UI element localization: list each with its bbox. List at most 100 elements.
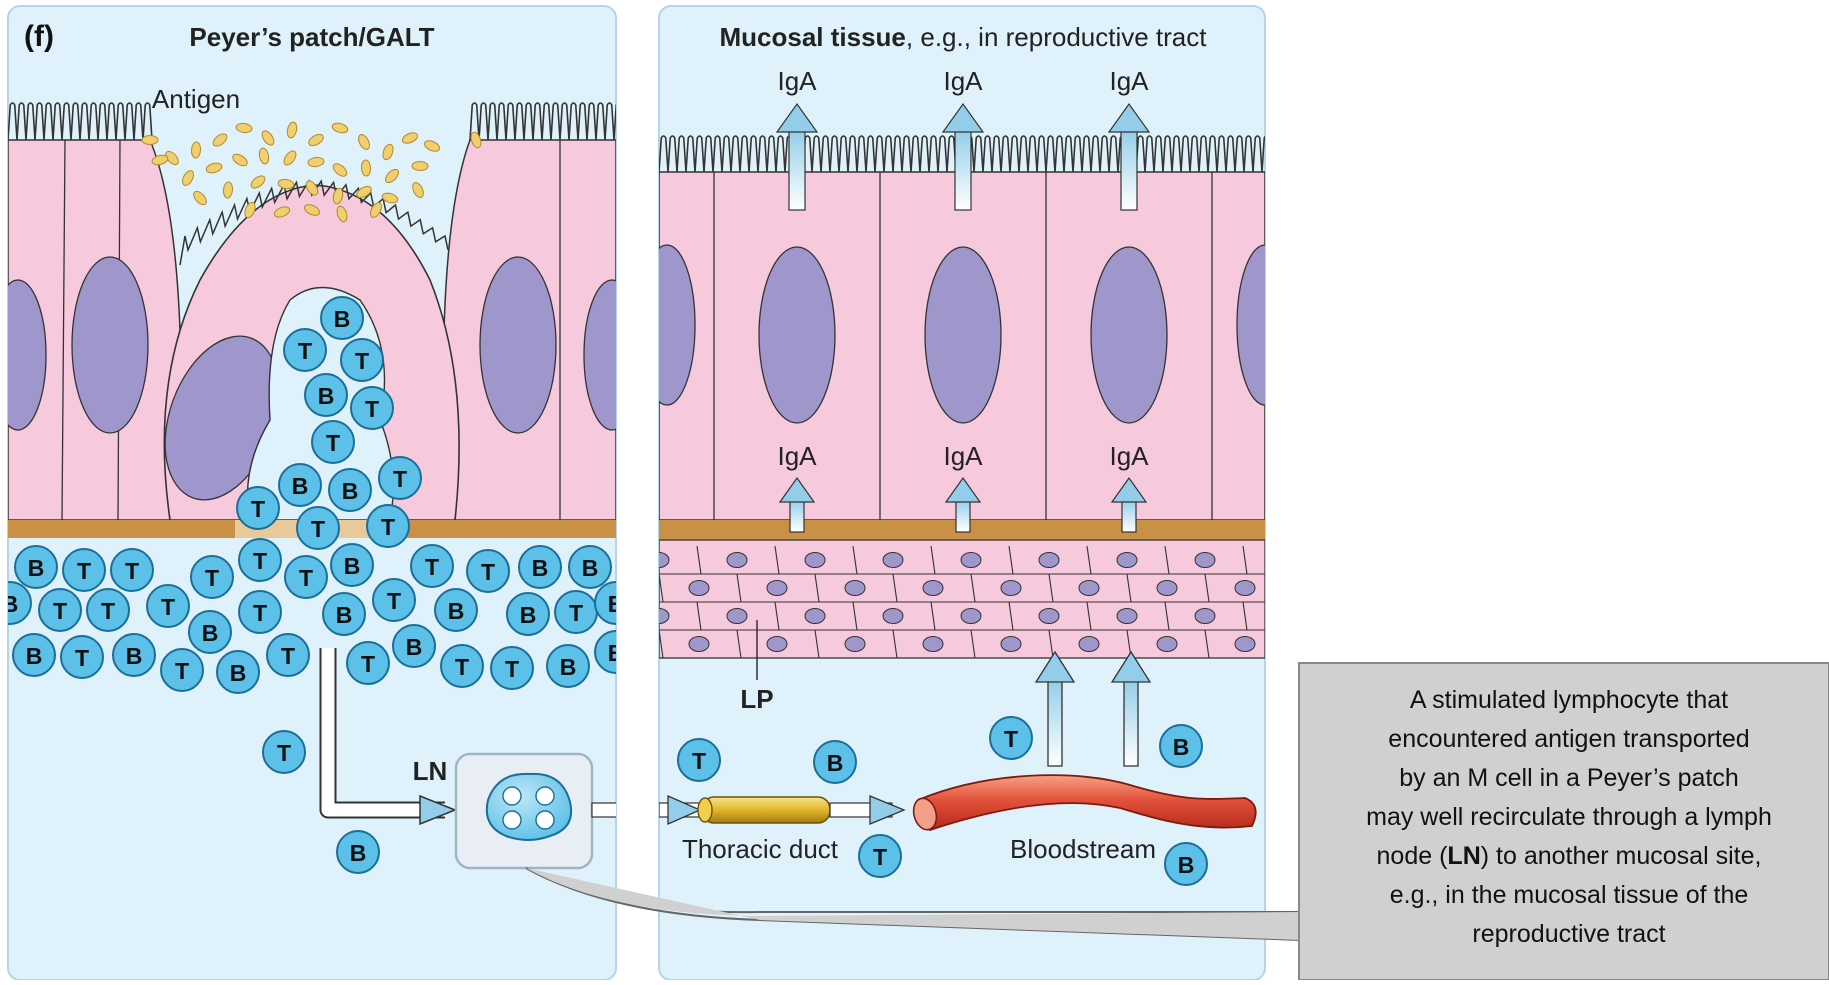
right-panel-title: Mucosal tissue, e.g., in reproductive tr… (720, 22, 1208, 52)
cell-label: T (205, 565, 219, 591)
t-cell: T (379, 457, 421, 499)
lp-cell-nucleus (1001, 581, 1021, 596)
cell-label: T (505, 656, 519, 682)
cell-label: T (393, 466, 407, 492)
panel-letter: (f) (24, 20, 54, 53)
lp-cell-nucleus (767, 581, 787, 596)
lp-cell-nucleus (767, 637, 787, 652)
lp-cell-nucleus (649, 553, 669, 568)
b-cell: B (0, 582, 31, 624)
t-cell: T (191, 556, 233, 598)
cell-label: T (281, 643, 295, 669)
cell-label: B (1173, 734, 1190, 760)
t-cell: T (491, 647, 533, 689)
nucleus (480, 257, 556, 433)
t-cell: T (285, 556, 327, 598)
ln-label: LN (413, 756, 448, 786)
cell-label: B (126, 643, 143, 669)
cell-label: T (425, 554, 439, 580)
callout-text: A stimulated lymphocyte that encountered… (1366, 686, 1772, 948)
t-cell: T (441, 645, 483, 687)
right-panel-title-bold: Mucosal tissue (720, 22, 906, 52)
callout-line-part: node ( (1377, 842, 1449, 870)
antigen-particle (142, 136, 158, 145)
cell-label: B (608, 640, 625, 666)
callout-line: A stimulated lymphocyte that (1410, 686, 1728, 714)
cell-label: T (253, 600, 267, 626)
b-cell: B (435, 589, 477, 631)
t-cell: T (237, 487, 279, 529)
cell-label: B (827, 750, 844, 776)
b-cell: B (331, 544, 373, 586)
callout-line: may well recirculate through a lymph (1366, 803, 1772, 831)
lp-cell-nucleus (1273, 553, 1293, 568)
callout-line-part: ) to another mucosal site, (1481, 842, 1762, 870)
t-cell: T (555, 591, 597, 633)
cell-label: B (406, 634, 423, 660)
lp-cell-nucleus (727, 553, 747, 568)
lp-cell-nucleus (961, 553, 981, 568)
lp-cell-nucleus (727, 609, 747, 624)
t-cell: T (373, 579, 415, 621)
cell-label: B (342, 478, 359, 504)
cell-label: B (350, 840, 367, 866)
callout-line: e.g., in the mucosal tissue of the (1390, 881, 1749, 909)
bloodstream-label: Bloodstream (1010, 834, 1156, 864)
t-cell: T (147, 585, 189, 627)
iga-label: IgA (1109, 441, 1149, 471)
iga-label: IgA (943, 66, 983, 96)
t-cell: T (990, 717, 1032, 759)
cell-label: T (1004, 726, 1018, 752)
t-cell: T (678, 739, 720, 781)
nucleus (639, 245, 695, 405)
cell-label: B (2, 591, 19, 617)
cell-label: T (125, 558, 139, 584)
t-cell: T (239, 539, 281, 581)
t-cell: T (39, 589, 81, 631)
t-cell: T (284, 329, 326, 371)
cell-label: B (344, 553, 361, 579)
lp-cell-nucleus (1157, 581, 1177, 596)
b-cell: B (507, 593, 549, 635)
lp-cell-nucleus (689, 637, 709, 652)
left-panel: BTTBTTBBTTTTBTTTTTBTTBBBTTTTBTBBTBBTBTBT… (0, 6, 640, 980)
b-cell: B (814, 741, 856, 783)
cell-label: T (569, 600, 583, 626)
cell-label: B (448, 598, 465, 624)
b-cell: B (279, 464, 321, 506)
t-cell: T (351, 387, 393, 429)
b-cell: B (329, 469, 371, 511)
b-cell: B (113, 634, 155, 676)
cell-label: T (298, 338, 312, 364)
b-cell: B (547, 645, 589, 687)
lp-cell-nucleus (1195, 553, 1215, 568)
t-cell: T (63, 549, 105, 591)
cell-label: T (75, 645, 89, 671)
cell-label: T (53, 598, 67, 624)
cell-label: T (387, 588, 401, 614)
lp-cell-nucleus (1039, 553, 1059, 568)
lp-cell-nucleus (923, 637, 943, 652)
cell-label: B (334, 306, 351, 332)
t-cell: T (61, 636, 103, 678)
lp-cell-nucleus (689, 581, 709, 596)
cell-label: T (455, 654, 469, 680)
nucleus (1237, 245, 1293, 405)
b-cell: B (13, 634, 55, 676)
cell-label: B (520, 602, 537, 628)
nucleus (1091, 247, 1167, 423)
iga-label: IgA (1109, 66, 1149, 96)
cell-label: T (481, 559, 495, 585)
cell-label: T (299, 565, 313, 591)
lp-cell-nucleus (961, 609, 981, 624)
cell-label: T (361, 651, 375, 677)
thoracic-duct-label: Thoracic duct (682, 834, 839, 864)
cell-label: B (532, 555, 549, 581)
lp-cell-nucleus (1273, 609, 1293, 624)
t-cell: T (161, 649, 203, 691)
lp-cell-nucleus (1079, 581, 1099, 596)
lp-cell-nucleus (1117, 553, 1137, 568)
antigen-particle (361, 160, 371, 176)
